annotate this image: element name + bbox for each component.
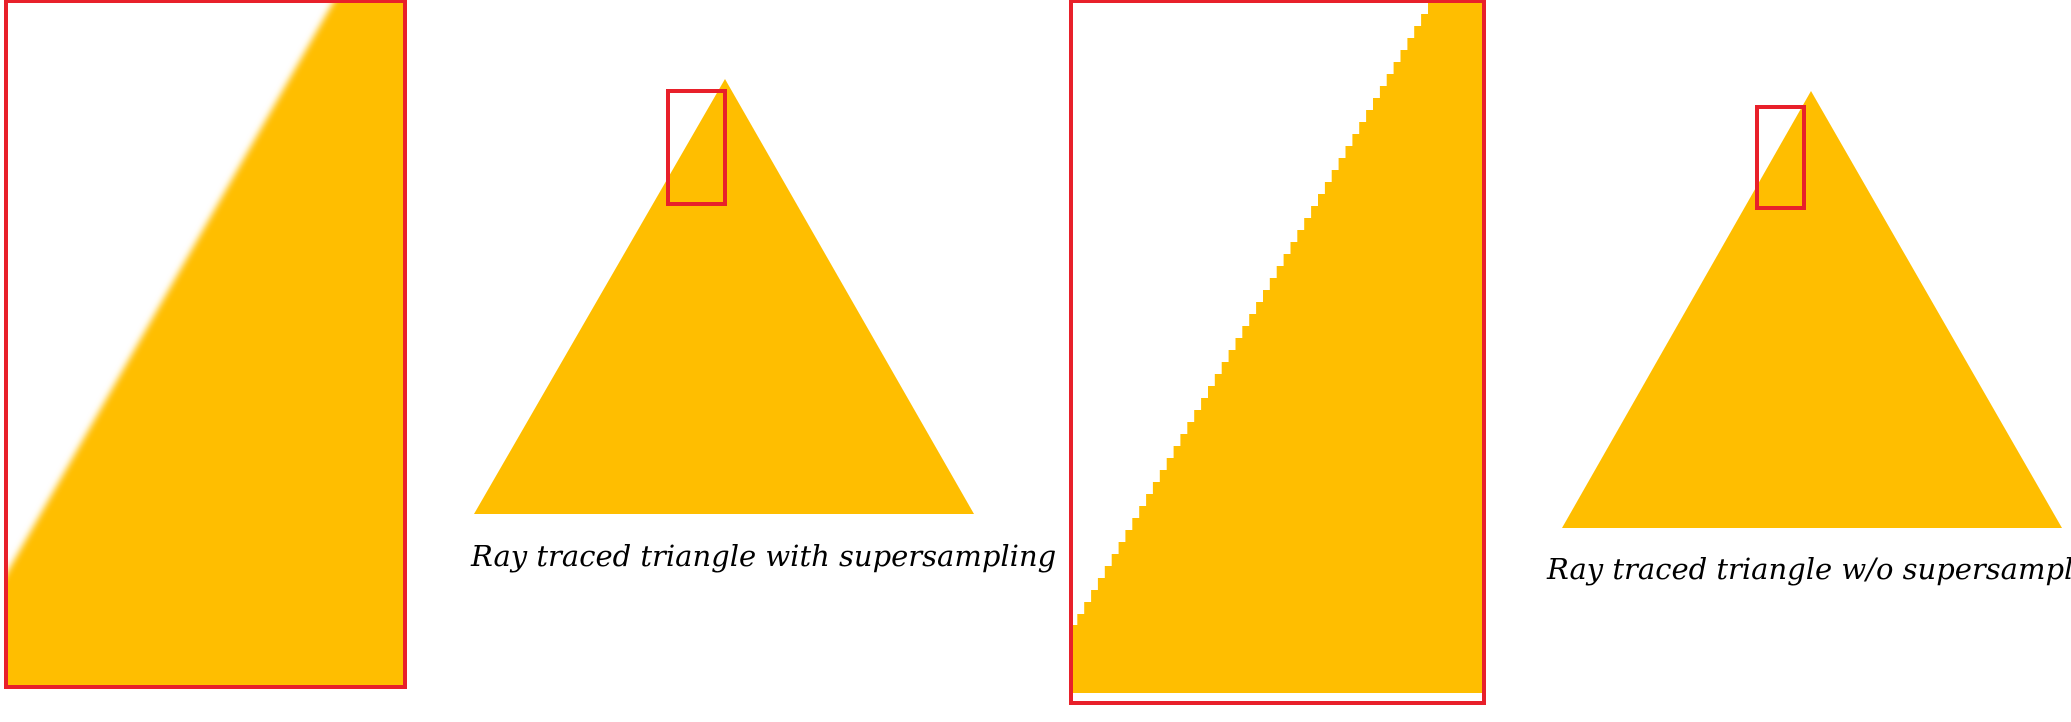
zoom-frame-supersampled xyxy=(4,0,407,689)
triangle-view-no-supersampling xyxy=(1562,91,2062,528)
zoom-triangle-edge-jagged xyxy=(1071,2,1482,697)
zoom-triangle-edge-smooth xyxy=(8,2,405,686)
zoom-view-no-supersampling xyxy=(1069,0,1486,705)
triangle-supersampled xyxy=(474,79,974,514)
zoom-region-marker-supersampled xyxy=(666,89,727,206)
triangle-view-supersampled xyxy=(474,79,974,514)
zoom-view-supersampled xyxy=(4,0,407,689)
caption-no-supersampling: Ray traced triangle w/o supersampling xyxy=(1547,552,2071,586)
zoom-bottom-gap xyxy=(1071,693,1482,697)
caption-supersampled: Ray traced triangle with supersampling xyxy=(471,539,1057,573)
zoom-region-marker-no-supersampling xyxy=(1755,105,1806,210)
triangle-no-supersampling xyxy=(1562,91,2062,528)
zoom-frame-no-supersampling xyxy=(1069,0,1486,705)
